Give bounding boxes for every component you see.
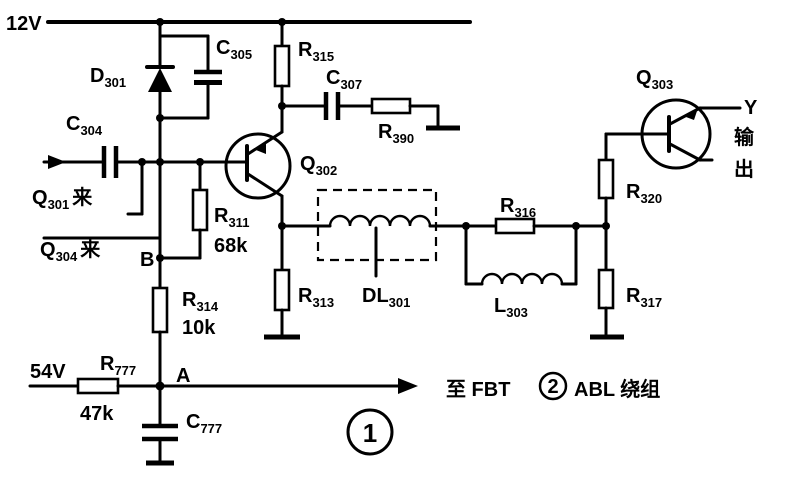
resistor-r320 xyxy=(597,158,615,200)
label-d301: D301 xyxy=(90,65,126,90)
base-bias-column: B A R314 10k C777 xyxy=(140,116,222,466)
diode-icon xyxy=(145,65,175,92)
label-r390: R390 xyxy=(378,121,414,146)
resistor-r316 xyxy=(494,217,536,235)
label-r314: R314 xyxy=(182,289,219,314)
to-fbt-arrow: 至 FBT 2 ABL 绕组 xyxy=(158,371,660,401)
label-c305: C305 xyxy=(216,37,252,62)
node-b-label: B xyxy=(140,249,154,271)
to-fbt-suffix: ABL 绕组 xyxy=(574,377,660,401)
to-fbt-prefix: 至 FBT xyxy=(446,379,510,401)
output-stage: R320 R317 Q303 Y 输 出 xyxy=(590,67,758,340)
label-r777: R777 xyxy=(100,353,136,378)
label-r313: R313 xyxy=(298,285,334,310)
label-c304: C304 xyxy=(66,113,103,138)
resistor-r317 xyxy=(597,268,615,310)
resistor-r777 xyxy=(76,377,120,395)
resistor-r313 xyxy=(273,268,291,312)
label-l303: L303 xyxy=(494,295,528,320)
arrow-icon xyxy=(398,378,418,394)
transistor-icon xyxy=(224,132,292,200)
output-label-line1: 输 xyxy=(734,125,755,149)
arrow-icon xyxy=(48,155,66,169)
resistor-r315 xyxy=(273,44,291,88)
figure-number: 1 xyxy=(346,408,394,456)
label-12v: 12V xyxy=(6,13,42,35)
resistor-r314 xyxy=(151,286,169,334)
emitter-branch: R315 C307 R390 xyxy=(273,18,460,146)
input-54v: 54V R777 47k xyxy=(28,353,162,425)
value-r311: 68k xyxy=(214,235,248,257)
to-fbt-circled-number: 2 xyxy=(547,376,558,398)
value-r314: 10k xyxy=(182,317,216,339)
output-label-line2: 出 xyxy=(734,158,754,181)
label-r320: R320 xyxy=(626,181,662,206)
collector-branch: R313 xyxy=(264,194,334,340)
label-dl301: DL301 xyxy=(362,285,410,310)
label-q302: Q302 xyxy=(300,153,337,178)
label-54v: 54V xyxy=(30,361,66,383)
r316-l303-network: R316 L303 xyxy=(462,195,608,320)
label-r317: R317 xyxy=(626,285,662,310)
svg-text:1: 1 xyxy=(363,418,377,448)
supply-rail-12v: 12V xyxy=(6,13,472,35)
transistor-q302: Q302 xyxy=(224,130,337,200)
resistor-r311 xyxy=(191,188,209,232)
label-r315: R315 xyxy=(298,39,334,64)
output-signal-y: Y xyxy=(744,97,758,119)
label-c307: C307 xyxy=(326,67,362,92)
resistor-r390 xyxy=(370,97,412,115)
label-q303: Q303 xyxy=(636,67,673,92)
transistor-icon xyxy=(640,98,712,170)
diode-d301-branch: D301 C305 xyxy=(90,18,252,122)
node-a-label: A xyxy=(176,365,190,387)
delay-line-dl301: DL301 xyxy=(316,188,468,310)
label-r311: R311 xyxy=(214,205,249,230)
value-r777: 47k xyxy=(80,403,114,425)
label-c777: C777 xyxy=(186,411,222,436)
label-r316: R316 xyxy=(500,195,536,220)
resistor-r311-branch: R311 68k xyxy=(158,158,249,260)
